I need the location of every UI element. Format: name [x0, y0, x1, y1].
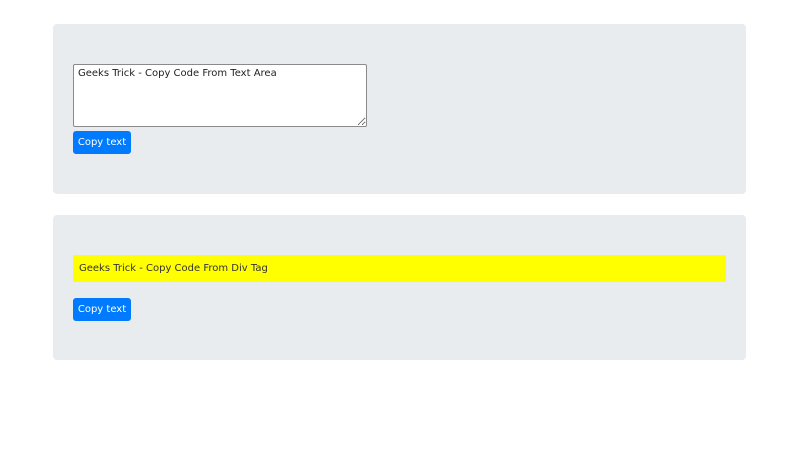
copy-textarea[interactable]: Geeks Trick - Copy Code From Text Area — [73, 64, 367, 127]
copy-textarea-button[interactable]: Copy text — [73, 131, 131, 154]
copy-div-button[interactable]: Copy text — [73, 298, 131, 321]
copy-source-div: Geeks Trick - Copy Code From Div Tag — [73, 255, 726, 282]
textarea-panel: Geeks Trick - Copy Code From Text Area C… — [53, 24, 746, 194]
div-panel: Geeks Trick - Copy Code From Div Tag Cop… — [53, 215, 746, 360]
